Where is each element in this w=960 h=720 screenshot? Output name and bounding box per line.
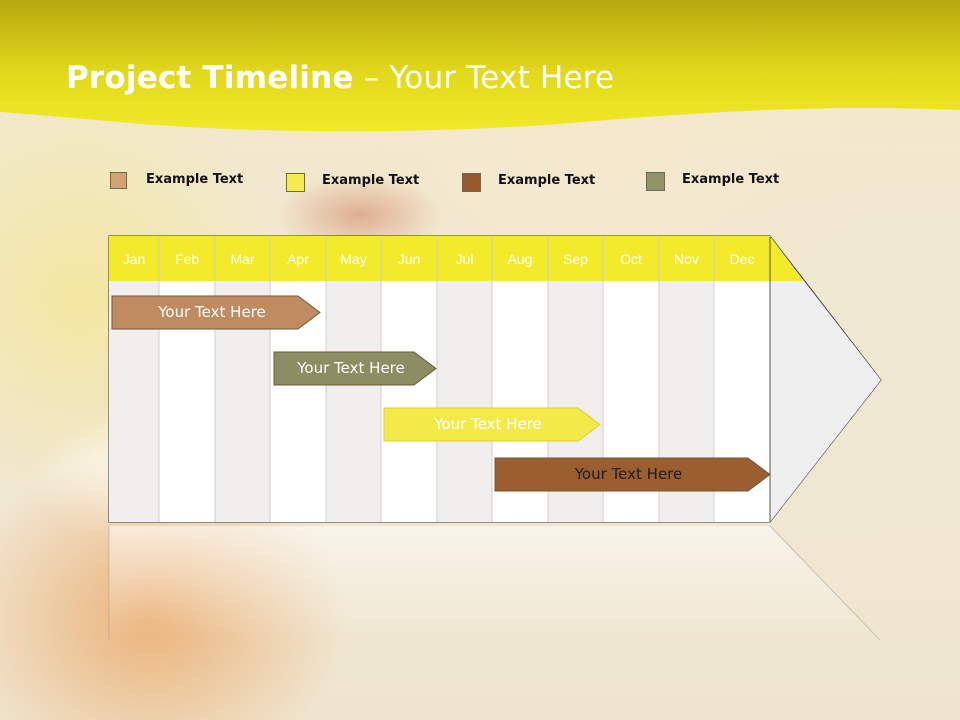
- page-title: Project Timeline – Your Text Here: [66, 60, 614, 96]
- task-label: Your Text Here: [158, 303, 266, 321]
- task-bar: [111, 295, 321, 330]
- task-label: Your Text Here: [434, 415, 542, 433]
- legend-swatch: [286, 173, 305, 192]
- task-bar: [273, 351, 437, 386]
- month-label: Mar: [230, 251, 255, 267]
- task-bar: [383, 407, 601, 442]
- month-column: [326, 281, 381, 522]
- arrow-head-fill: [770, 281, 881, 522]
- month-column: [437, 281, 492, 522]
- timeline-reflection: [109, 526, 880, 640]
- month-label: Aug: [507, 251, 533, 267]
- legend-swatch: [110, 172, 127, 189]
- slide-header: Project Timeline – Your Text Here: [0, 0, 960, 140]
- header-band: [0, 0, 960, 132]
- legend-swatch: [462, 173, 481, 192]
- month-label: May: [340, 251, 367, 267]
- month-column: [381, 281, 437, 522]
- task-bar: [494, 457, 771, 492]
- month-label: Oct: [620, 251, 642, 267]
- month-label: Jan: [122, 251, 146, 267]
- task-label: Your Text Here: [574, 465, 683, 483]
- task-label: Your Text Here: [297, 359, 405, 377]
- month-label: Jun: [397, 251, 421, 267]
- task-bars: [111, 295, 771, 492]
- legend-label: Example Text: [498, 173, 596, 188]
- legend-label: Example Text: [322, 173, 420, 188]
- month-label: Dec: [729, 251, 755, 267]
- title-bold: Project Timeline: [66, 60, 354, 96]
- month-label: Feb: [174, 251, 200, 267]
- legend-label: Example Text: [146, 172, 244, 187]
- month-label: Sep: [563, 251, 588, 267]
- month-label: Jul: [455, 251, 474, 267]
- month-row: [109, 236, 804, 281]
- month-label: Nov: [674, 251, 699, 267]
- legend-swatch: [646, 172, 665, 191]
- legend-label: Example Text: [682, 172, 780, 187]
- month-label: Apr: [287, 251, 309, 267]
- title-rest: – Your Text Here: [353, 60, 615, 96]
